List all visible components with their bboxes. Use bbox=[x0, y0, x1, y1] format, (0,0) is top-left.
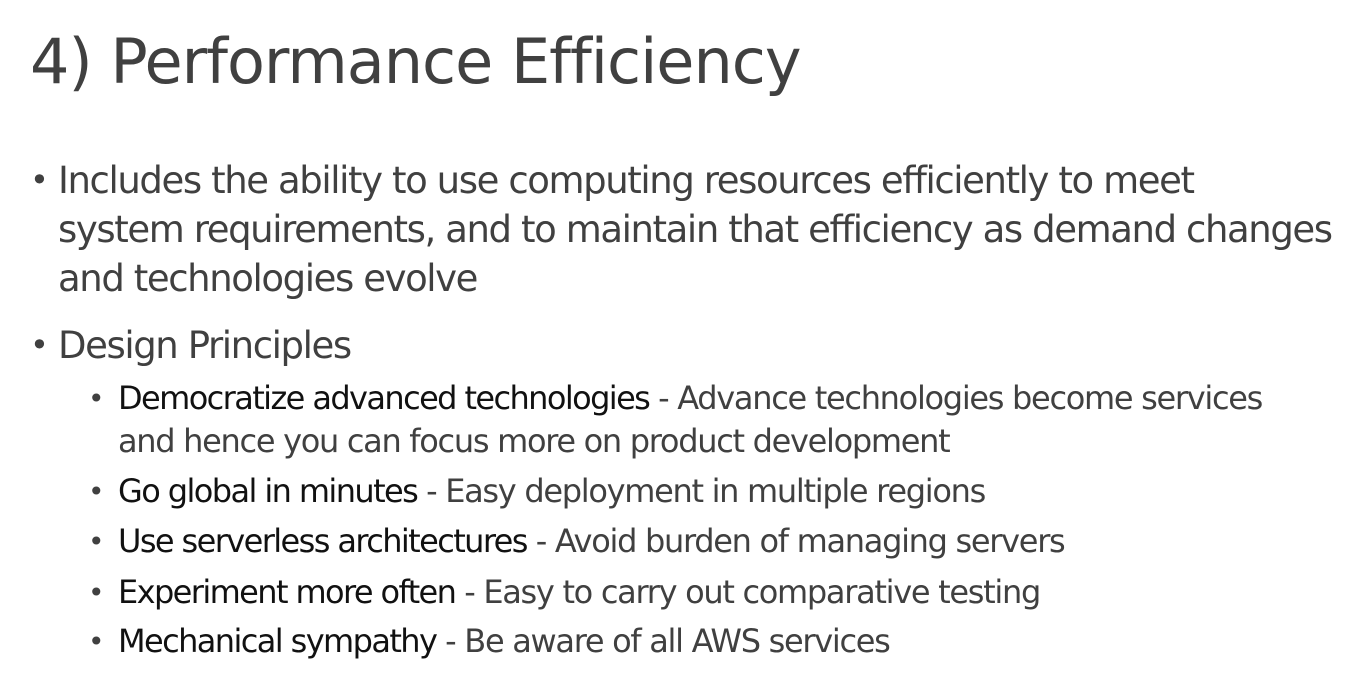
principle-description: Be aware of all AWS services bbox=[464, 622, 891, 660]
separator: - bbox=[436, 622, 465, 660]
sub-bullet-mechanical-sympathy: • Mechanical sympathy - Be aware of all … bbox=[88, 620, 891, 664]
separator: - bbox=[417, 472, 446, 510]
bullet-icon: • bbox=[88, 625, 105, 658]
separator: - bbox=[526, 522, 555, 560]
sub-bullet-experiment: • Experiment more often - Easy to carry … bbox=[88, 571, 1041, 615]
principle-description-continued: and hence you can focus more on product … bbox=[118, 422, 951, 460]
bullet-icon: • bbox=[88, 475, 105, 508]
principle-name: Go global in minutes bbox=[118, 472, 419, 510]
bullet-icon: • bbox=[88, 576, 105, 609]
bullet-text-design-principles: Design Principles bbox=[58, 324, 352, 367]
bullet-text-line: Includes the ability to use computing re… bbox=[58, 159, 1195, 202]
principle-description: Avoid burden of managing servers bbox=[554, 522, 1066, 560]
principle-name: Experiment more often bbox=[118, 573, 457, 611]
sub-bullet-democratize: • Democratize advanced technologies - Ad… bbox=[88, 377, 1263, 463]
principle-description: Easy to carry out comparative testing bbox=[483, 573, 1041, 611]
principle-name: Democratize advanced technologies bbox=[118, 379, 651, 417]
bullet-icon: • bbox=[88, 525, 105, 558]
principle-description: Advance technologies become services bbox=[677, 379, 1263, 417]
separator: - bbox=[455, 573, 484, 611]
bullet-item-design-principles: • Design Principles bbox=[30, 321, 352, 370]
bullet-icon: • bbox=[88, 382, 105, 415]
bullet-icon: • bbox=[30, 326, 49, 364]
bullet-text-overview: Includes the ability to use computing re… bbox=[58, 156, 1333, 303]
bullet-icon: • bbox=[30, 161, 49, 199]
bullet-text-line: system requirements, and to maintain tha… bbox=[58, 208, 1333, 251]
principle-name: Mechanical sympathy bbox=[118, 622, 438, 660]
separator: - bbox=[649, 379, 678, 417]
principle-name: Use serverless architectures bbox=[118, 522, 528, 560]
bullet-text-line: and technologies evolve bbox=[58, 257, 478, 300]
principle-description: Easy deployment in multiple regions bbox=[445, 472, 986, 510]
bullet-item-overview: • Includes the ability to use computing … bbox=[30, 156, 1333, 303]
sub-bullet-go-global: • Go global in minutes - Easy deployment… bbox=[88, 470, 986, 514]
slide-title: 4) Performance Efficiency bbox=[30, 25, 802, 98]
sub-bullet-serverless: • Use serverless architectures - Avoid b… bbox=[88, 520, 1066, 564]
